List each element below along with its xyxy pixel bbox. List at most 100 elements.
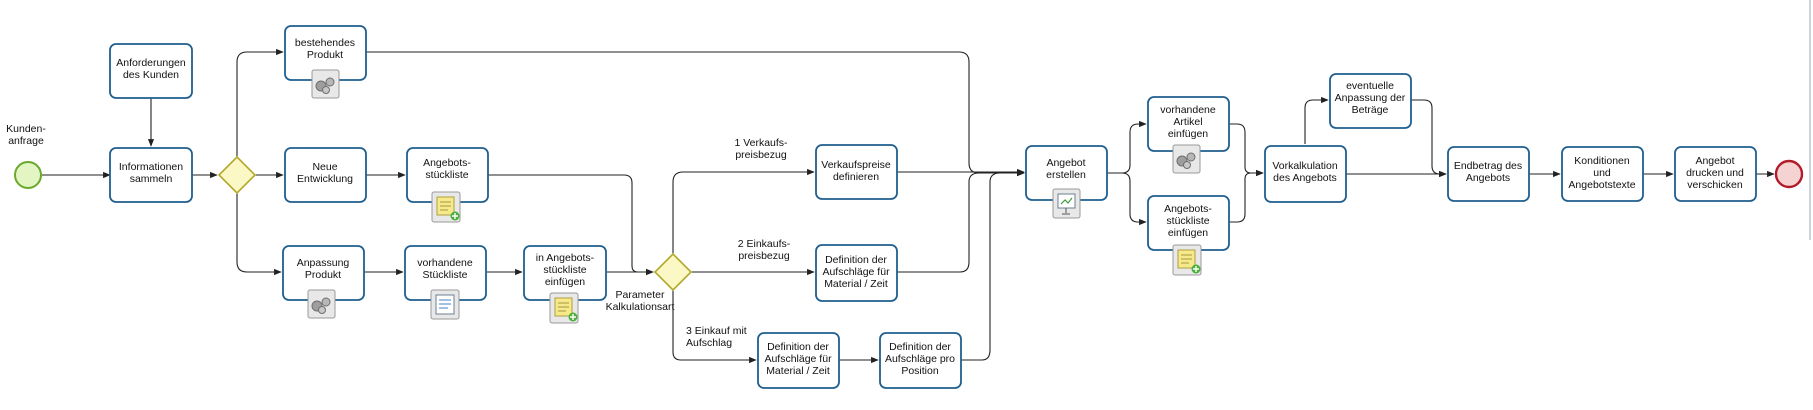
label-line: Aufschläge pro	[885, 353, 955, 365]
task-angebots-stueckliste-label: Angebots-stückliste	[423, 157, 471, 181]
flow-vorkalkulation-to-eventuelle	[1304, 96, 1329, 144]
start-event-circle	[14, 161, 42, 189]
start-event-label: Kunden-anfrage	[6, 123, 46, 147]
label-line: Entwicklung	[297, 173, 353, 185]
label-line: Position	[901, 365, 939, 377]
label-line: Konditionen	[1574, 155, 1630, 167]
label-line: Aufschlag	[686, 337, 732, 349]
label-line: preisbezug	[738, 250, 790, 262]
label-line: eventuelle	[1346, 80, 1394, 92]
note-add-icon	[1172, 244, 1202, 276]
label-line: Kalkulationsart	[606, 301, 675, 313]
label-line: Angebotstexte	[1568, 179, 1635, 191]
label-line: preisbezug	[735, 149, 787, 161]
flow-einfuegen-to-vorkalkulation	[1229, 169, 1264, 223]
list-icon	[430, 289, 460, 320]
gateway-diamond-1	[217, 155, 257, 195]
label-line: Verkaufspreise	[821, 159, 891, 171]
label-line: Anforderungen	[116, 57, 186, 69]
label-line: in Angebots-	[536, 252, 595, 264]
flow-eventuelle-to-endbetrag	[1411, 99, 1447, 178]
label-line: einfügen	[1168, 227, 1208, 239]
label-line: vorhandene	[1160, 104, 1216, 116]
label-line: Artikel	[1173, 116, 1202, 128]
label-line: verschicken	[1687, 179, 1743, 191]
flow-artikel-to-vorkalkulation	[1229, 123, 1264, 177]
label-line: Anpassung der	[1335, 92, 1406, 104]
label-line: Informationen	[119, 161, 183, 173]
label-line: Definition der	[825, 254, 887, 266]
flow-definition1-to-angebot	[897, 169, 1025, 273]
label-line: sammeln	[130, 173, 173, 185]
label-line: Endbetrag des	[1454, 160, 1522, 172]
label-line: 3 Einkauf mit	[686, 325, 747, 337]
label-einkaufspreisbezug: 2 Einkaufs-preisbezug	[738, 238, 791, 262]
label-line: definieren	[833, 171, 879, 183]
gateway-diamond-2	[653, 252, 693, 292]
label-line: Angebots	[1466, 172, 1510, 184]
flow-gateway2-to-definition2	[672, 290, 757, 364]
label-line: stückliste	[1166, 215, 1209, 227]
label-line: Beträge	[1352, 104, 1389, 116]
label-line: einfügen	[1168, 128, 1208, 140]
label-line: des Angebots	[1273, 172, 1337, 184]
label-line: vorhandene	[417, 257, 473, 269]
gears-icon	[311, 69, 340, 99]
label-line: Angebot	[1046, 157, 1085, 169]
flow-gateway-to-anpassung	[236, 193, 282, 276]
label-line: Angebot	[1695, 155, 1734, 167]
label-line: Anpassung	[297, 257, 350, 269]
label-line: Material / Zeit	[766, 365, 830, 377]
label-line: Produkt	[305, 269, 341, 281]
label-line: bestehendes	[295, 37, 355, 49]
label-line: Produkt	[307, 49, 343, 61]
label-line: Definition der	[889, 341, 951, 353]
label-line: erstellen	[1046, 169, 1086, 181]
label-line: Definition der	[767, 341, 829, 353]
label-line: stückliste	[543, 264, 586, 276]
label-line: Vorkalkulation	[1272, 160, 1338, 172]
flow-angebot-to-artikel	[1107, 120, 1147, 174]
label-line: Angebots-	[423, 157, 471, 169]
label-line: drucken und	[1686, 167, 1744, 179]
label-line: einfügen	[545, 276, 585, 288]
presentation-icon	[1052, 188, 1081, 219]
note-add-icon	[431, 191, 461, 223]
label-line: stückliste	[425, 169, 468, 181]
gateway-kalkulationsart	[653, 252, 693, 292]
task-angebots-stueckliste[interactable]: Angebots-stückliste	[406, 147, 489, 223]
label-line: des Kunden	[123, 69, 179, 81]
flow-gateway2-to-verkaufspreise	[672, 168, 815, 254]
flow-angebot-to-einfuegen	[1107, 172, 1147, 226]
gateway-produktart	[217, 155, 257, 195]
